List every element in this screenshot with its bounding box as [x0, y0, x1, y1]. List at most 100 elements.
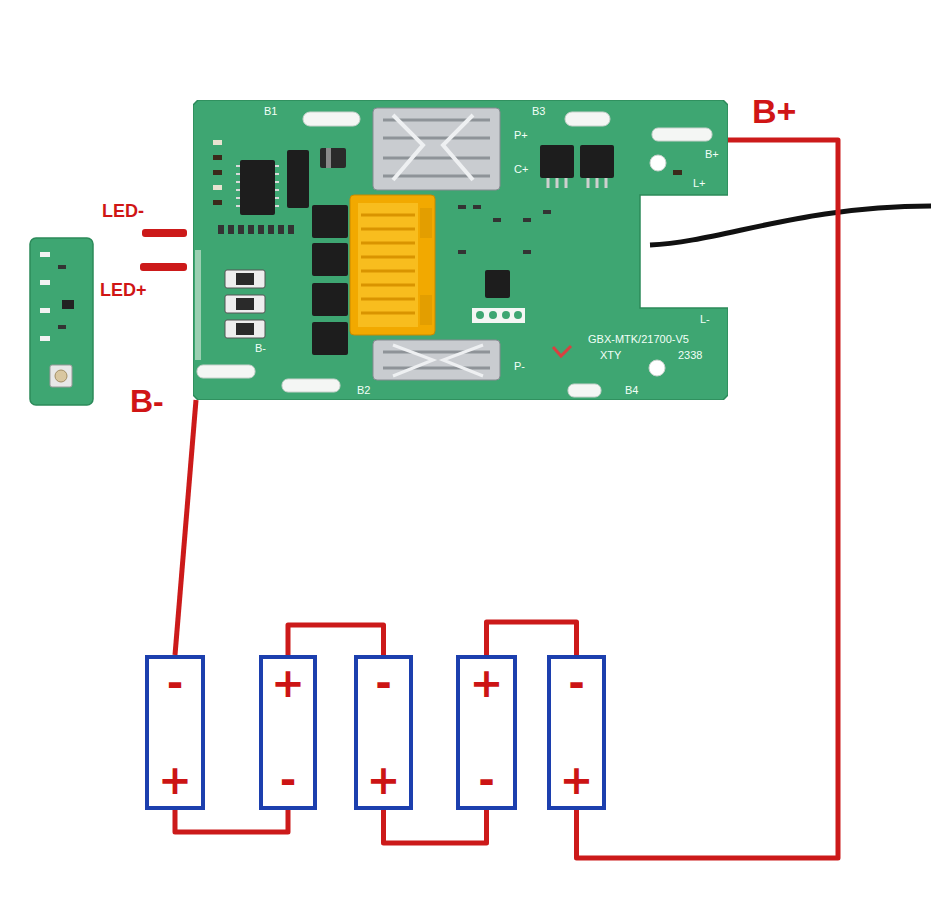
smd-part — [58, 265, 66, 269]
pcb-part — [373, 340, 500, 380]
silkscreen-label: GBX-MTK/21700-V5 — [588, 333, 689, 345]
pcb-part — [393, 115, 473, 180]
pcb-part — [373, 108, 500, 190]
polarity-sign: + — [470, 663, 504, 703]
led-chip — [40, 336, 50, 341]
battery-wire — [175, 400, 196, 655]
pcb-part — [485, 270, 510, 298]
battery-wire — [384, 810, 487, 843]
pcb-part — [514, 311, 522, 319]
pcb-part — [502, 311, 510, 319]
polarity-sign: + — [560, 760, 594, 800]
black-lead-wire — [650, 206, 931, 245]
led-chip — [40, 280, 50, 285]
pcb-part — [238, 225, 244, 234]
smd-part — [58, 325, 66, 329]
led-board — [30, 238, 93, 405]
pcb-part — [213, 140, 222, 145]
pcb-part — [195, 250, 201, 360]
pcb-part — [287, 150, 309, 208]
polarity-sign: - — [478, 760, 495, 800]
battery-cell: +- — [259, 655, 317, 810]
pcb-part — [420, 208, 432, 238]
pcb-part — [489, 311, 497, 319]
pcb-part — [580, 145, 614, 178]
battery-wire — [288, 625, 384, 655]
wire-label: B- — [128, 384, 166, 419]
pcb-part — [652, 128, 712, 141]
led-wire — [140, 263, 187, 271]
pcb-part — [303, 112, 360, 126]
pcb-part — [282, 379, 340, 392]
polarity-sign: - — [568, 663, 585, 703]
pcb-outline — [193, 100, 728, 400]
pcb-part — [358, 203, 418, 327]
pcb-part — [218, 225, 224, 234]
pcb-part — [458, 205, 466, 209]
push-button — [55, 370, 67, 382]
pcb-part — [213, 200, 222, 205]
pcb-part — [649, 360, 665, 376]
pcb-part — [523, 250, 531, 254]
pcb-part — [193, 100, 728, 400]
wire-label: B+ — [750, 93, 798, 130]
silkscreen-label: B1 — [264, 105, 277, 117]
pcb-part — [268, 225, 274, 234]
connector-label: LED+ — [100, 281, 147, 301]
silkscreen-label: XTY — [600, 349, 621, 361]
pcb-part — [240, 160, 275, 215]
pcb-part — [393, 345, 483, 376]
pcb-part — [213, 155, 222, 160]
pcb-part — [312, 322, 348, 355]
bms-board: B1B3P+B+C+L+L-GBX-MTK/21700-V5XTY2338B-P… — [193, 100, 728, 400]
pcb-part — [258, 225, 264, 234]
pcb-part — [476, 311, 484, 319]
led-chip — [40, 308, 50, 313]
silkscreen-label: L+ — [693, 177, 706, 189]
pcb-part — [420, 295, 432, 325]
pcb-part — [326, 148, 331, 168]
pcb-part — [288, 225, 294, 234]
pcb-part — [236, 323, 254, 335]
silkscreen-label: B- — [255, 342, 266, 354]
silkscreen-label: P- — [514, 360, 525, 372]
silkscreen-label: B4 — [625, 384, 638, 396]
pcb-part — [650, 155, 666, 171]
battery-wire — [175, 810, 288, 832]
black-lead-wire — [650, 206, 931, 245]
polarity-sign: - — [167, 663, 184, 703]
pcb-part — [383, 120, 490, 176]
silkscreen-label: B+ — [705, 148, 719, 160]
silkscreen-label: 2338 — [678, 349, 702, 361]
battery-wire — [487, 622, 577, 655]
polarity-sign: + — [271, 663, 305, 703]
battery-cell: -+ — [145, 655, 205, 810]
pcb-part — [523, 218, 531, 222]
polarity-sign: + — [158, 760, 192, 800]
pcb-part — [473, 205, 481, 209]
pcb-part — [553, 346, 571, 356]
battery-cell: -+ — [354, 655, 413, 810]
pcb-part — [568, 384, 601, 397]
pcb-part — [472, 308, 525, 323]
pcb-part — [225, 320, 265, 338]
pcb-part — [213, 170, 222, 175]
pcb-part — [361, 215, 415, 313]
battery-cell: +- — [456, 655, 517, 810]
pcb-part — [548, 178, 606, 188]
battery-cell: -+ — [547, 655, 606, 810]
pcb-part — [236, 298, 254, 310]
silkscreen-label: P+ — [514, 129, 528, 141]
led-chip — [40, 252, 50, 257]
pcb-part — [236, 273, 254, 285]
pcb-part — [225, 270, 265, 288]
pcb-part — [225, 295, 265, 313]
pcb-part — [493, 218, 501, 222]
pcb-part — [350, 195, 435, 335]
led-wire — [140, 229, 187, 271]
pcb-part — [197, 365, 255, 378]
polarity-sign: + — [367, 760, 401, 800]
pcb-part — [228, 225, 234, 234]
pcb-part — [565, 112, 610, 126]
silkscreen-label: B2 — [357, 384, 370, 396]
